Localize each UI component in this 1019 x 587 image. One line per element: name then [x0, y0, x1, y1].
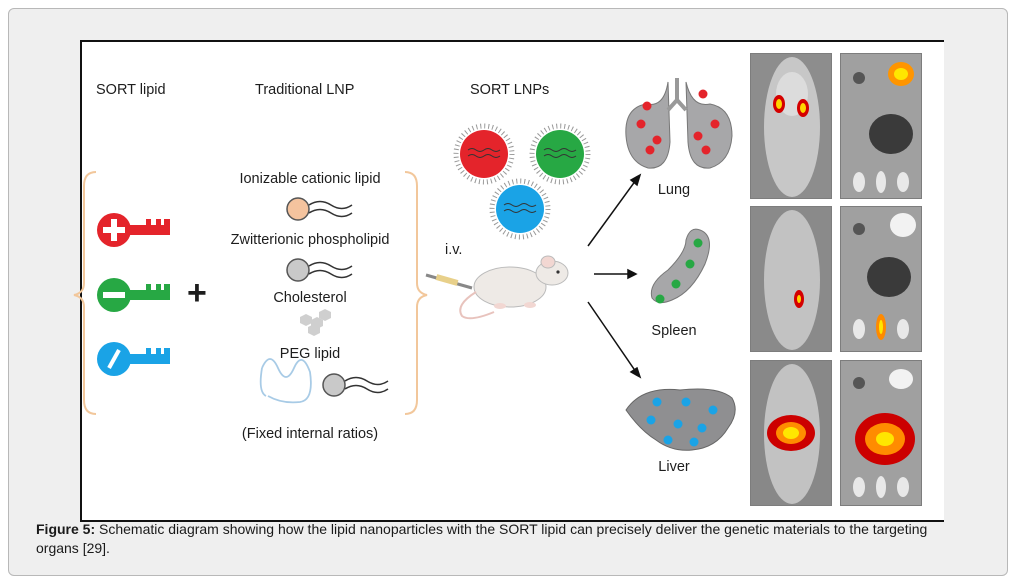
- left-bracket: [73, 171, 97, 415]
- spleen-mouse-image: [750, 206, 832, 352]
- sort-lnps-title: SORT LNPs: [470, 82, 550, 98]
- liver-label: Liver: [658, 459, 690, 475]
- spleen-organs-image: [840, 206, 922, 352]
- zwitterionic-label: Zwitterionic phospholipid: [230, 232, 390, 248]
- green-lnp-icon: [529, 123, 591, 185]
- lung-label: Lung: [657, 182, 691, 198]
- spleen-icon: [650, 228, 710, 304]
- green-key-icon: [97, 278, 170, 312]
- figure-caption: Figure 5: Schematic diagram showing how …: [36, 520, 971, 558]
- liver-mouse-image: [750, 360, 832, 506]
- caption-text: Schematic diagram showing how the lipid …: [36, 521, 928, 556]
- arrow-to-liver: [587, 301, 642, 379]
- spleen-label: Spleen: [651, 323, 697, 339]
- lung-icon: [625, 78, 733, 169]
- syringe-icon: [425, 273, 473, 290]
- plus-sign: +: [187, 274, 207, 312]
- right-bracket: [404, 171, 428, 415]
- cholesterol-icon: [300, 309, 331, 336]
- arrow-to-lung: [587, 173, 642, 247]
- caption-label: Figure 5:: [36, 521, 96, 537]
- red-key-icon: [97, 213, 170, 247]
- liver-icon: [625, 388, 736, 451]
- fixed-ratios-label: (Fixed internal ratios): [241, 426, 379, 442]
- peg-lipid-icon: [259, 358, 389, 404]
- lung-mouse-image: [750, 53, 832, 199]
- traditional-lnp-title: Traditional LNP: [255, 82, 355, 98]
- sort-lipid-title: SORT lipid: [96, 82, 166, 98]
- phospholipid-icon: [286, 258, 353, 282]
- peg-lipid-label: PEG lipid: [279, 346, 341, 362]
- blue-lnp-icon: [489, 178, 551, 240]
- mouse-icon: [459, 255, 569, 320]
- red-lnp-icon: [453, 123, 515, 185]
- ionizable-lipid-icon: [286, 197, 353, 221]
- lung-organs-image: [840, 53, 922, 199]
- arrow-to-spleen: [594, 268, 638, 280]
- liver-organs-image: [840, 360, 922, 506]
- iv-label: i.v.: [445, 242, 463, 258]
- blue-key-icon: [97, 342, 170, 376]
- ionizable-lipid-label: Ionizable cationic lipid: [239, 171, 381, 187]
- cholesterol-label: Cholesterol: [273, 290, 347, 306]
